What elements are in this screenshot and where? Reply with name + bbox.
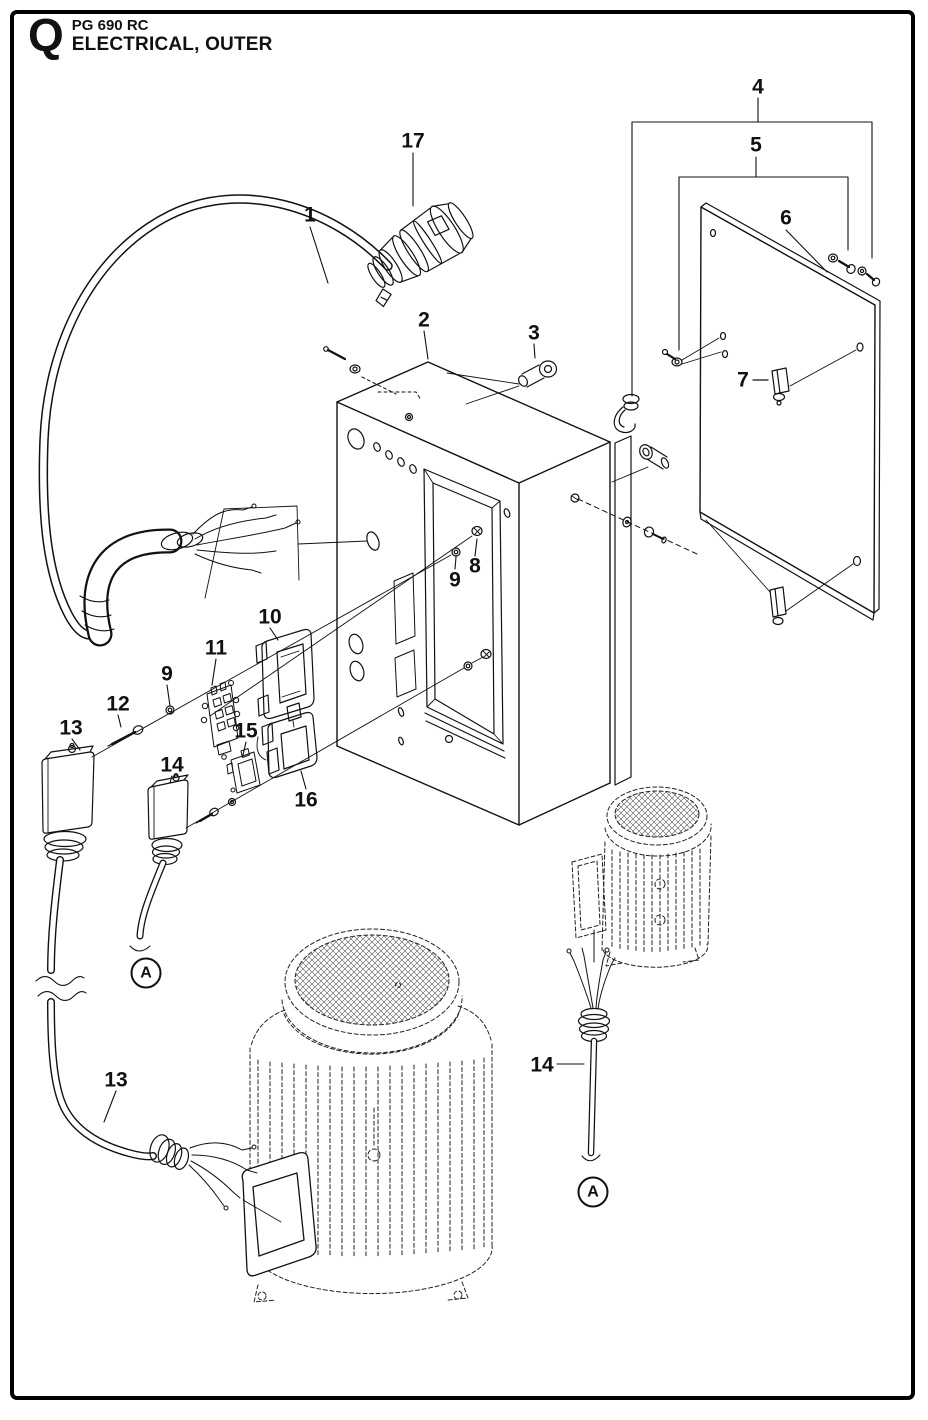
screw-8 xyxy=(471,525,483,537)
callout-13: 13 xyxy=(59,716,83,740)
callout-7: 7 xyxy=(737,368,749,392)
motor-small xyxy=(571,786,712,968)
callout-13: 13 xyxy=(104,1068,128,1092)
page-border xyxy=(10,10,915,1400)
label-leaders xyxy=(71,152,536,1123)
stripped-wires xyxy=(192,503,301,574)
screws-window-lower xyxy=(463,648,492,671)
cable-clamp xyxy=(613,393,640,434)
callout-12: 12 xyxy=(106,692,130,716)
terminal-cover xyxy=(241,1151,317,1277)
screw-lower-row xyxy=(195,797,237,824)
panel-screws-top-right xyxy=(827,253,881,287)
box-rear-panel xyxy=(614,435,632,786)
callout-15: 15 xyxy=(234,719,258,743)
cable-gland-13 xyxy=(149,1134,190,1170)
callout-16: 16 xyxy=(294,788,318,812)
callout-14: 14 xyxy=(530,1053,554,1077)
cable-14-right-assembly xyxy=(556,929,616,1162)
view-ref-A: A xyxy=(577,1176,609,1208)
motor-large xyxy=(241,928,493,1303)
connector-parts xyxy=(91,535,484,829)
power-plug xyxy=(367,202,474,308)
callout-8: 8 xyxy=(469,554,481,578)
wires-14 xyxy=(566,947,616,1010)
power-cable-assembly xyxy=(38,194,474,647)
callout-10: 10 xyxy=(258,605,282,629)
screw-12 xyxy=(107,725,144,747)
connector-11 xyxy=(200,680,241,760)
callout-2: 2 xyxy=(418,308,430,332)
callout-brackets xyxy=(631,97,873,397)
latch-clip-7 xyxy=(752,349,857,406)
callout-1: 1 xyxy=(304,203,316,227)
title-lines: PG 690 RC ELECTRICAL, OUTER xyxy=(72,12,273,55)
box-to-panel-axis xyxy=(570,493,698,555)
callout-11: 11 xyxy=(204,636,228,660)
screw-3 xyxy=(446,360,558,405)
assembly-axis-1 xyxy=(91,554,452,758)
section-letter: Q xyxy=(28,9,64,61)
callout-6: 6 xyxy=(780,206,792,230)
latch-clip-bottom xyxy=(705,519,854,626)
cover-panel xyxy=(611,97,881,626)
assembly-axis-3 xyxy=(185,656,484,829)
nut-9 xyxy=(451,547,461,557)
callout-17: 17 xyxy=(401,129,425,153)
model-name: PG 690 RC xyxy=(71,17,149,34)
cable-14-assembly xyxy=(129,773,189,952)
connector-housing-10 xyxy=(255,628,315,728)
box-window xyxy=(423,468,506,759)
connector-housing-16 xyxy=(256,711,318,779)
wires-13 xyxy=(188,1142,258,1211)
view-ref-A: A xyxy=(130,957,162,989)
callout-3: 3 xyxy=(528,321,540,345)
callout-9: 9 xyxy=(161,662,173,686)
assembly-axis-2 xyxy=(209,535,473,717)
electrical-box xyxy=(323,346,698,826)
callout-14: 14 xyxy=(160,753,184,777)
panel-screw-left xyxy=(661,337,722,367)
callout-5: 5 xyxy=(750,133,762,157)
callout-4: 4 xyxy=(752,75,764,99)
title-block: Q PG 690 RC ELECTRICAL, OUTER xyxy=(28,12,273,58)
connector-15 xyxy=(226,748,261,794)
detail-leader-box xyxy=(204,505,300,599)
callout-9: 9 xyxy=(449,568,461,592)
panel-bolt xyxy=(611,444,670,483)
cable-13-assembly xyxy=(35,742,282,1223)
page-title: ELECTRICAL, OUTER xyxy=(71,34,273,55)
